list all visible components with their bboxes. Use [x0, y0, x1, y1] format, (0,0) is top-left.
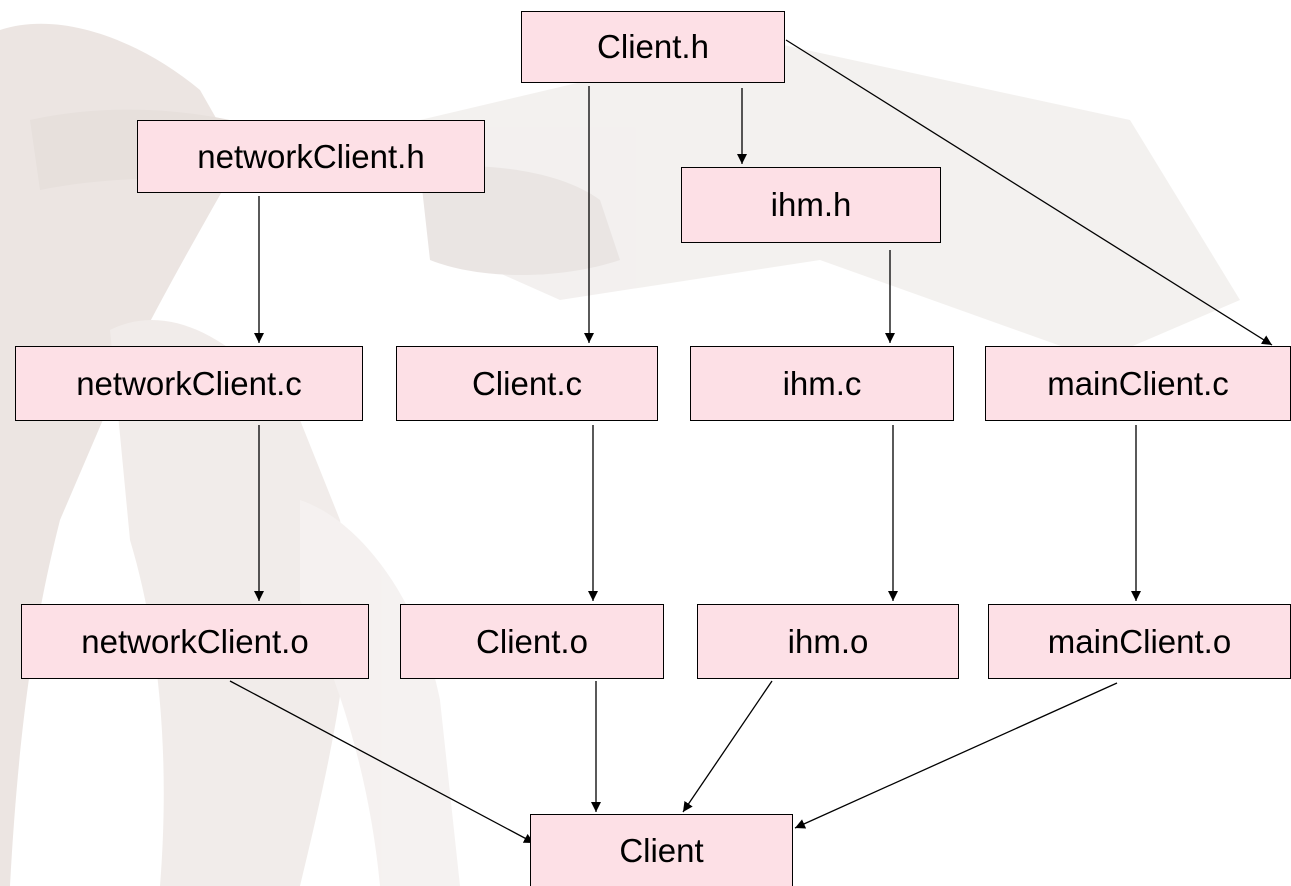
node-client-c: Client.c: [396, 346, 658, 421]
node-networkclient-h: networkClient.h: [137, 120, 485, 193]
arrow-networkclient-o-to-client: [229, 680, 535, 844]
node-client-executable: Client: [530, 814, 793, 886]
node-client-o: Client.o: [400, 604, 664, 679]
node-mainclient-o: mainClient.o: [988, 604, 1291, 679]
node-ihm-o: ihm.o: [697, 604, 959, 679]
node-mainclient-c: mainClient.c: [985, 346, 1291, 421]
background-leg-shape: [300, 500, 460, 886]
node-networkclient-c: networkClient.c: [15, 346, 363, 421]
background-arm-shape: [420, 166, 620, 275]
background-figure-shape: [0, 23, 240, 886]
background-cape-shape: [110, 320, 348, 886]
arrow-client-h-to-mainclient-c: [785, 39, 1273, 346]
arrow-mainclient-o-to-client: [794, 682, 1118, 829]
node-networkclient-o: networkClient.o: [21, 604, 369, 679]
node-ihm-h: ihm.h: [681, 167, 941, 243]
node-ihm-c: ihm.c: [690, 346, 954, 421]
node-client-h: Client.h: [521, 11, 785, 83]
arrow-ihm-o-to-client: [682, 680, 773, 813]
